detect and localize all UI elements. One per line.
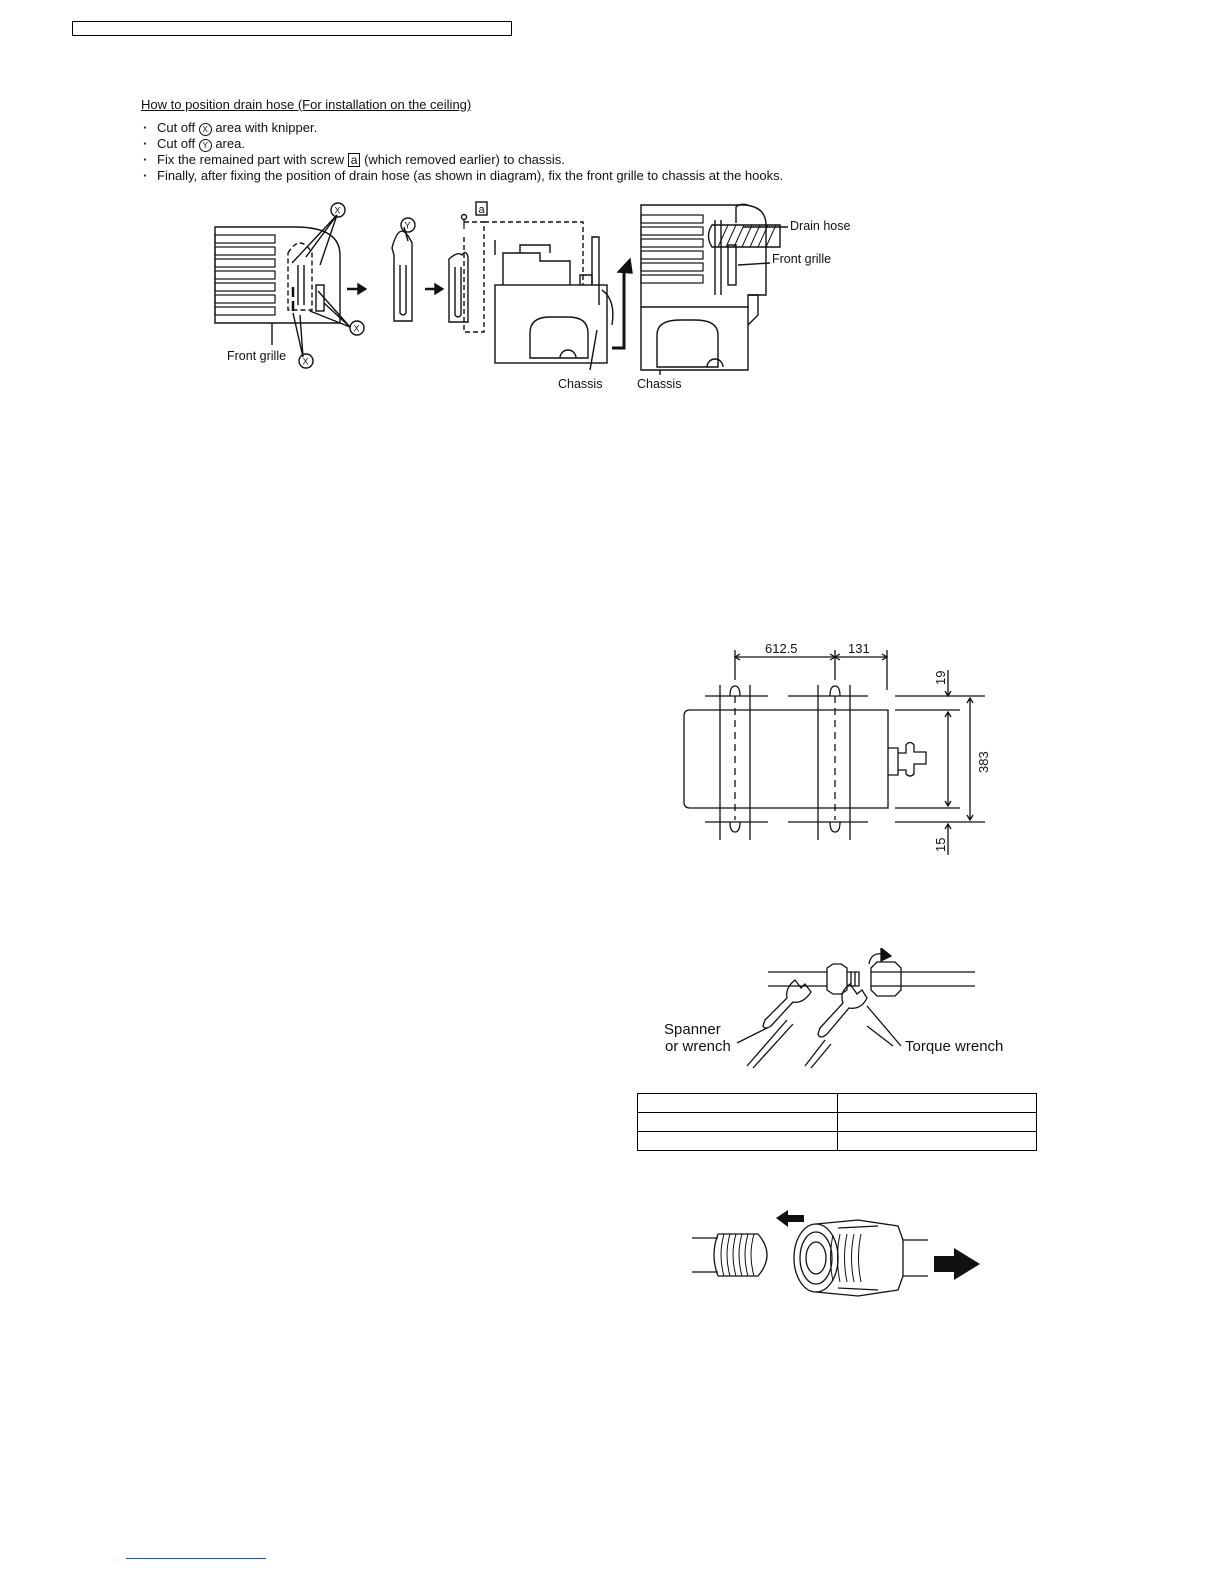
table-row	[637, 1093, 1037, 1113]
header-box	[72, 21, 512, 36]
table-cell	[836, 1131, 1037, 1151]
arrow-left-icon	[776, 1210, 804, 1227]
front-grille-drawing	[214, 226, 341, 324]
pipe-connection-diagram	[692, 1210, 980, 1297]
torque-wrench-label: Torque wrench	[905, 1038, 1003, 1055]
table-cell	[637, 1112, 838, 1132]
table-cell	[637, 1093, 838, 1113]
step-1: Cut off X area with knipper.	[141, 120, 783, 136]
chassis-label-2: Chassis	[637, 377, 681, 391]
marker-x-right: X	[354, 324, 360, 334]
arrow-right-icon	[934, 1248, 980, 1280]
marker-y: Y	[405, 221, 411, 231]
front-grille-label-right: Front grille	[772, 252, 831, 266]
step-3: Fix the remained part with screw a (whic…	[141, 152, 783, 168]
torque-table	[637, 1093, 1037, 1151]
front-grille-label-left: Front grille	[227, 349, 286, 363]
screw-a-tag: a	[347, 153, 361, 167]
step-2: Cut off Y area.	[141, 136, 783, 152]
table-cell	[836, 1112, 1037, 1132]
drain-hose-label: Drain hose	[790, 219, 850, 233]
table-cell	[637, 1131, 838, 1151]
step-4: Finally, after fixing the position of dr…	[141, 168, 783, 184]
footer-link[interactable]	[126, 1558, 266, 1559]
dim-19: 19	[933, 671, 948, 685]
dim-131: 131	[848, 641, 870, 656]
spanner-label-1: Spanner	[664, 1021, 721, 1038]
mounting-diagram: 612.5 131 19 383 15	[683, 641, 991, 855]
dim-383: 383	[976, 751, 991, 773]
drain-hose-diagram: Drain hose Front grille Front grille Cha…	[214, 201, 850, 391]
wrench-diagram: Spanner or wrench Torque wrench	[664, 948, 1003, 1069]
table-cell	[836, 1093, 1037, 1113]
marker-x-bottom: X	[303, 357, 309, 367]
instruction-steps: Cut off X area with knipper. Cut off Y a…	[141, 120, 783, 183]
chassis-label-1: Chassis	[558, 377, 602, 391]
dim-15: 15	[933, 838, 948, 852]
marker-x-top: X	[335, 206, 341, 216]
dim-612-5: 612.5	[765, 641, 798, 656]
marker-x-icon: X	[198, 123, 212, 136]
marker-y-icon: Y	[198, 139, 212, 152]
screw-a-label: a	[479, 204, 486, 216]
section-heading: How to position drain hose (For installa…	[141, 97, 472, 112]
spanner-label-2: or wrench	[665, 1038, 731, 1055]
table-row	[637, 1131, 1037, 1151]
table-row	[637, 1112, 1037, 1132]
